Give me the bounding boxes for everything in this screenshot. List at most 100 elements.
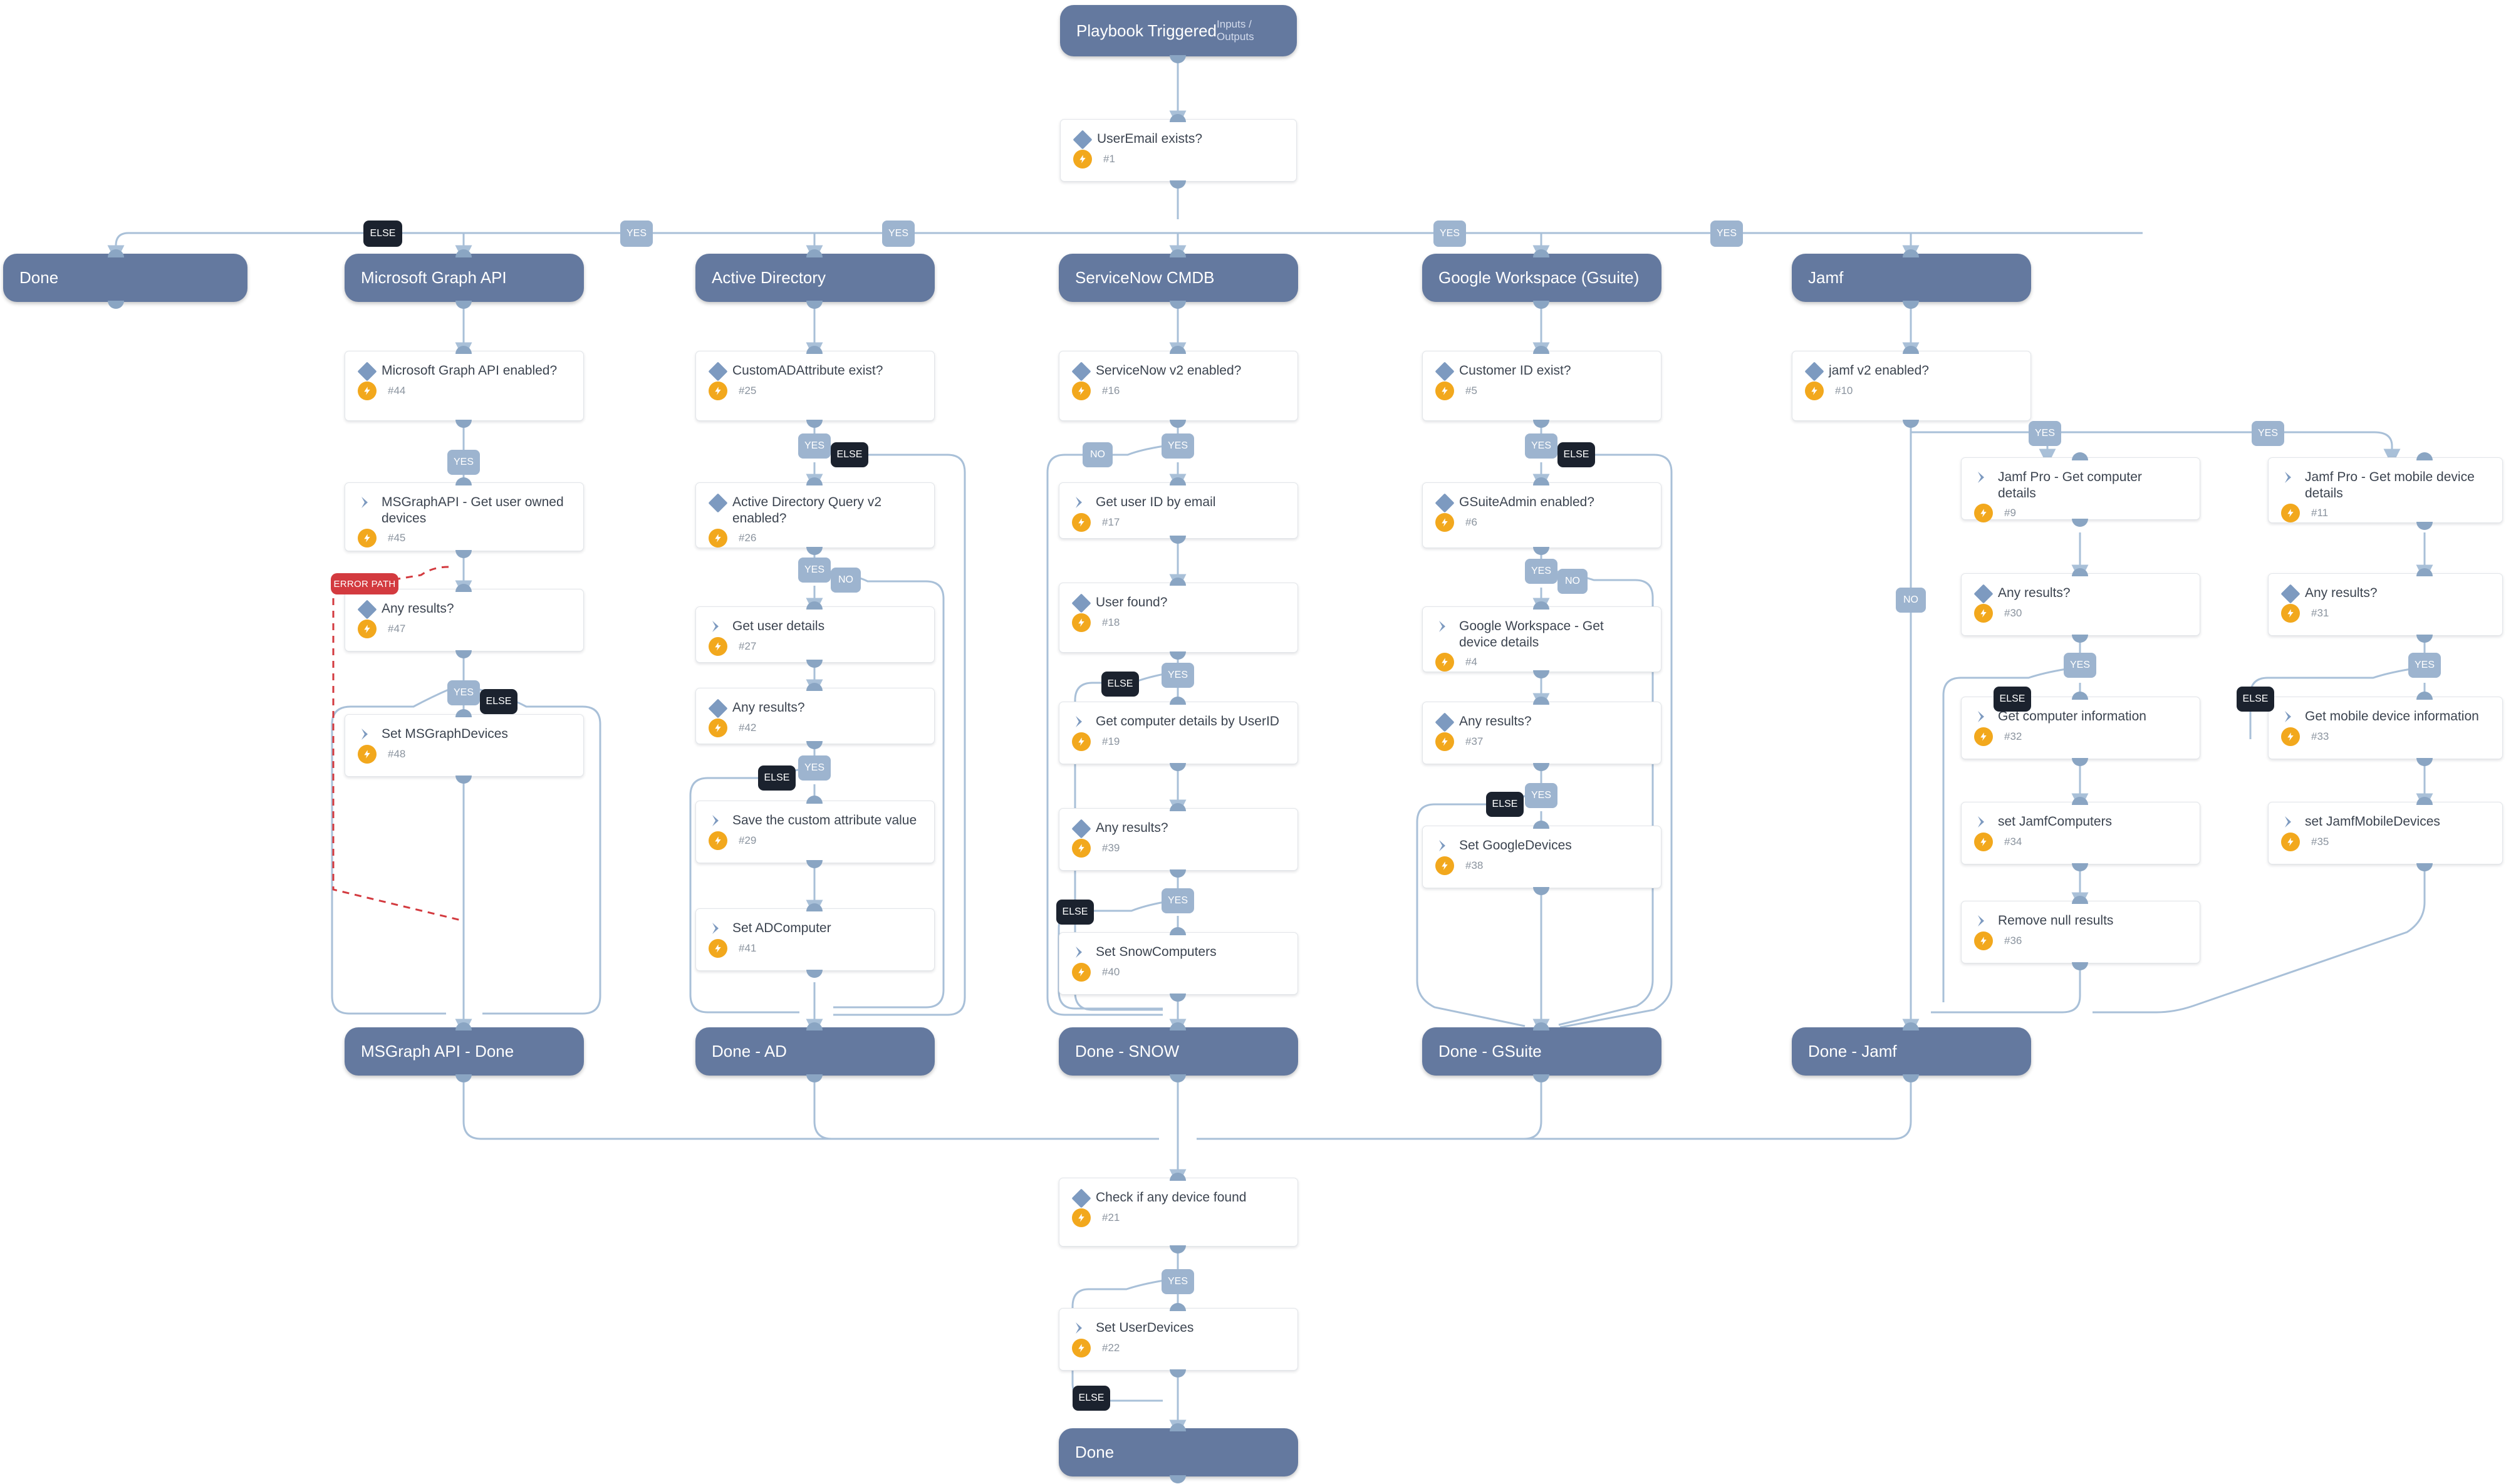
branch-pill-no-jamf[interactable]: NO	[1896, 588, 1926, 613]
task-number: #32	[2004, 730, 2022, 742]
task-title: UserEmail exists?	[1097, 132, 1203, 146]
task-card-jamf-get-mobile-device-details[interactable]: Jamf Pro - Get mobile device details #11	[2268, 457, 2503, 523]
task-card-msgraph-get-devices[interactable]: MSGraphAPI - Get user owned devices #45	[345, 482, 584, 551]
section-footer-jamf[interactable]: Done - Jamf	[1792, 1027, 2031, 1076]
socket	[2072, 758, 2088, 766]
task-card-check-any-device-found[interactable]: Check if any device found #21	[1059, 1178, 1298, 1247]
error-path-pill[interactable]: ERROR PATH	[331, 573, 398, 594]
task-card-gsuite-any-results[interactable]: Any results? #37	[1422, 702, 1661, 764]
branch-pill-no[interactable]: NO	[831, 568, 861, 593]
task-card-jamf-v2-enabled[interactable]: jamf v2 enabled? #10	[1792, 351, 2031, 421]
branch-pill-yes-snow[interactable]: YES	[882, 221, 915, 247]
branch-pill-yes[interactable]: YES	[1525, 783, 1557, 808]
branch-pill-else[interactable]: ELSE	[1557, 442, 1595, 467]
branch-pill-else[interactable]: ELSE	[1486, 792, 1524, 817]
branch-pill-yes[interactable]: YES	[1162, 663, 1194, 688]
section-header-gsuite[interactable]: Google Workspace (Gsuite)	[1422, 254, 1661, 302]
section-header-done-left[interactable]: Done	[3, 254, 247, 302]
socket	[2416, 635, 2433, 643]
socket	[2072, 863, 2088, 871]
socket	[2416, 568, 2433, 576]
branch-pill-yes[interactable]: YES	[1525, 433, 1557, 459]
section-header-servicenow[interactable]: ServiceNow CMDB	[1059, 254, 1298, 302]
branch-pill-yes[interactable]: YES	[798, 558, 831, 583]
task-card-user-found[interactable]: User found? #18	[1059, 583, 1298, 653]
task-card-get-computer-details-by-userid[interactable]: Get computer details by UserID #19	[1059, 702, 1298, 764]
section-footer-msgraph[interactable]: MSGraph API - Done	[345, 1027, 584, 1076]
branch-pill-else[interactable]: ELSE	[1073, 1386, 1110, 1411]
section-header-activedirectory[interactable]: Active Directory	[695, 254, 935, 302]
branch-pill-yes[interactable]: YES	[1162, 888, 1194, 913]
condition-diamond-icon	[707, 698, 729, 719]
socket	[455, 1022, 472, 1030]
branch-pill-yes[interactable]: YES	[447, 450, 480, 475]
task-card-customer-id-exist[interactable]: Customer ID exist? #5	[1422, 351, 1661, 421]
task-card-customadattribute[interactable]: CustomADAttribute exist? #25	[695, 351, 935, 421]
task-title: Get user ID by email	[1096, 495, 1216, 509]
branch-pill-yes-jamf-computer[interactable]: YES	[2029, 421, 2061, 446]
section-footer-ad[interactable]: Done - AD	[695, 1027, 935, 1076]
branch-pill-yes-gsuite[interactable]: YES	[1433, 221, 1466, 247]
branch-pill-else[interactable]: ELSE	[1994, 687, 2031, 712]
branch-pill-yes[interactable]: YES	[1525, 559, 1557, 584]
task-card-get-user-details[interactable]: Get user details #27	[695, 606, 935, 663]
branch-pill-yes-jamf[interactable]: YES	[1710, 221, 1743, 247]
socket	[455, 709, 472, 717]
branch-pill-no[interactable]: NO	[1557, 569, 1588, 594]
trigger-bar[interactable]: Playbook Triggered Inputs / Outputs	[1060, 5, 1297, 56]
socket	[1170, 869, 1186, 878]
branch-pill-else[interactable]: ELSE	[1056, 900, 1094, 925]
branch-pill-else[interactable]: ELSE	[831, 442, 868, 467]
task-card-set-snowcomputers[interactable]: Set SnowComputers #40	[1059, 932, 1298, 995]
task-card-msgraph-enabled[interactable]: Microsoft Graph API enabled? #44	[345, 351, 584, 421]
task-card-ad-any-results[interactable]: Any results? #42	[695, 688, 935, 744]
task-card-snow-v2-enabled[interactable]: ServiceNow v2 enabled? #16	[1059, 351, 1298, 421]
branch-pill-else[interactable]: ELSE	[1101, 672, 1139, 697]
task-card-root[interactable]: UserEmail exists? #1	[1060, 119, 1297, 182]
task-card-set-googledevices[interactable]: Set GoogleDevices #38	[1422, 826, 1661, 888]
branch-pill-yes[interactable]: YES	[2064, 653, 2096, 678]
task-card-set-adcomputer[interactable]: Set ADComputer #41	[695, 908, 935, 971]
condition-diamond-icon	[707, 361, 729, 381]
section-header-msgraph[interactable]: Microsoft Graph API	[345, 254, 584, 302]
task-card-jamf-mobile-any-results[interactable]: Any results? #31	[2268, 573, 2503, 636]
branch-pill-else[interactable]: ELSE	[2237, 687, 2274, 712]
task-card-set-jamfcomputers[interactable]: set JamfComputers #34	[1961, 802, 2200, 864]
branch-pill-yes[interactable]: YES	[1162, 433, 1194, 459]
task-number: #33	[2311, 730, 2329, 742]
task-card-snow-any-results[interactable]: Any results? #39	[1059, 808, 1298, 871]
socket	[2072, 519, 2088, 527]
branch-pill-else[interactable]: ELSE	[758, 765, 796, 791]
task-card-set-msgraphdevices[interactable]: Set MSGraphDevices #48	[345, 714, 584, 777]
final-done-bar[interactable]: Done	[1059, 1428, 1298, 1476]
branch-pill-else[interactable]: ELSE	[480, 689, 517, 714]
condition-diamond-icon	[1071, 1188, 1092, 1208]
task-title: Jamf Pro - Get mobile device details	[2305, 470, 2475, 501]
branch-pill-yes[interactable]: YES	[798, 433, 831, 459]
task-card-msgraph-any-results[interactable]: Any results? #47	[345, 589, 584, 651]
task-card-get-mobile-device-information[interactable]: Get mobile device information #33	[2268, 697, 2503, 759]
branch-pill-yes-ad[interactable]: YES	[620, 221, 653, 247]
section-footer-gsuite[interactable]: Done - GSuite	[1422, 1027, 1661, 1076]
task-card-gsuite-get-device-details[interactable]: Google Workspace - Get device details #4	[1422, 606, 1661, 672]
branch-pill-yes[interactable]: YES	[798, 755, 831, 781]
branch-pill-yes[interactable]: YES	[1162, 1269, 1194, 1294]
branch-pill-yes-jamf-mobile[interactable]: YES	[2252, 421, 2284, 446]
task-card-set-userdevices[interactable]: Set UserDevices #22	[1059, 1308, 1298, 1371]
section-header-jamf[interactable]: Jamf	[1792, 254, 2031, 302]
task-card-remove-null-results[interactable]: Remove null results #36	[1961, 901, 2200, 963]
task-card-jamf-get-computer-details[interactable]: Jamf Pro - Get computer details #9	[1961, 457, 2200, 523]
branch-pill-no[interactable]: NO	[1083, 442, 1113, 467]
lightning-bolt-icon	[2281, 727, 2300, 746]
lightning-bolt-icon	[1072, 512, 1091, 532]
task-card-ad-query-v2-enabled[interactable]: Active Directory Query v2 enabled? #26	[695, 482, 935, 548]
task-card-gsuiteadmin-enabled[interactable]: GSuiteAdmin enabled? #6	[1422, 482, 1661, 548]
section-footer-snow[interactable]: Done - SNOW	[1059, 1027, 1298, 1076]
task-card-jamf-computer-any-results[interactable]: Any results? #30	[1961, 573, 2200, 636]
branch-pill-yes[interactable]: YES	[447, 680, 480, 705]
task-card-save-custom-attribute[interactable]: Save the custom attribute value #29	[695, 801, 935, 863]
task-card-set-jamfmobiledevices[interactable]: set JamfMobileDevices #35	[2268, 802, 2503, 864]
task-card-get-user-id-by-email[interactable]: Get user ID by email #17	[1059, 482, 1298, 539]
branch-pill-yes[interactable]: YES	[2408, 653, 2441, 678]
branch-pill-else-msgraph[interactable]: ELSE	[363, 221, 402, 247]
